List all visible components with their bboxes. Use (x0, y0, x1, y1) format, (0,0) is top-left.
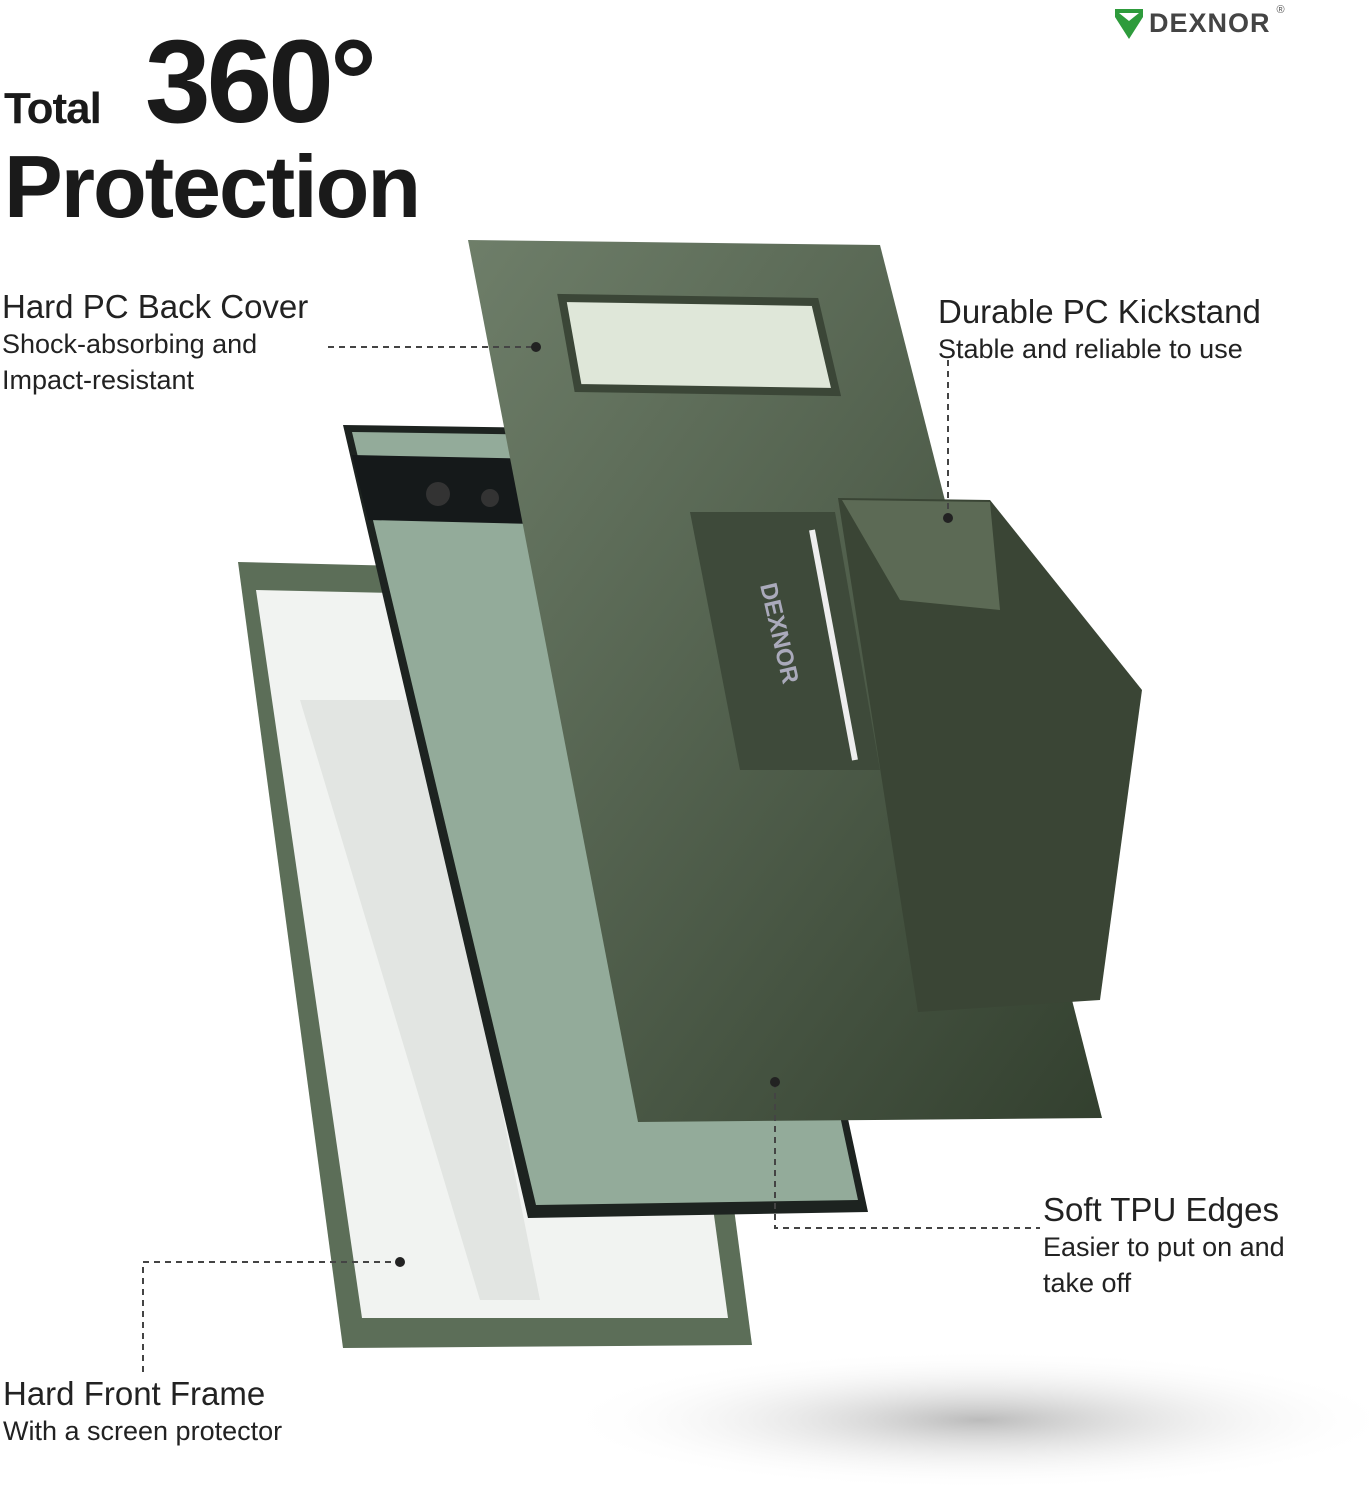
callout-back-cover: Hard PC Back Cover Shock-absorbing and I… (2, 288, 309, 395)
floor-shadow (560, 1350, 1369, 1490)
brand-logo: DEXNOR ® (1115, 4, 1285, 39)
callout-kickstand: Durable PC Kickstand Stable and reliable… (938, 293, 1261, 364)
dexnor-shield-icon (1115, 8, 1143, 39)
callout-lines (142, 346, 1040, 1372)
headline-protection: Protection (4, 137, 421, 236)
headline-total: Total (4, 84, 102, 133)
callout-front-frame: Hard Front Frame With a screen protector (3, 1375, 283, 1446)
kickstand (838, 498, 1142, 1012)
headline-360: 360° (145, 16, 377, 148)
callout-tpu-edges: Soft TPU Edges Easier to put on and take… (1043, 1191, 1285, 1298)
